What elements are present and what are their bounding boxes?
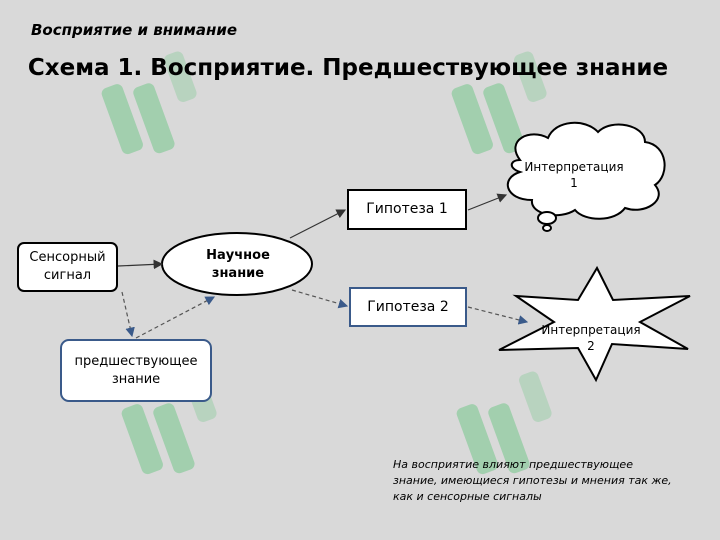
watermark-logo-icon (101, 51, 552, 475)
arrow-hyp2-to-interp2 (467, 306, 529, 325)
interpretation-2-label: Интерпретация 2 (541, 322, 641, 353)
arrow-sensor-to-science (117, 259, 164, 270)
arrow-science-to-hyp2 (291, 289, 349, 309)
interpretation-2-node: Интерпретация 2 (535, 318, 647, 358)
scientific-knowledge-label: Научное знание (206, 247, 270, 281)
hypothesis-2-box: Гипотеза 2 (349, 287, 467, 327)
interpretation-1-node: Интерпретация 1 (519, 155, 629, 195)
arrow-hyp1-to-interp1 (467, 193, 508, 211)
thought-cloud-shape (506, 121, 666, 232)
sensor-signal-label: Сенсорный сигнал (29, 250, 106, 283)
star-shape (498, 265, 691, 383)
arrow-sensor-to-prior (121, 291, 135, 338)
sensor-signal-box: Сенсорный сигнал (17, 242, 118, 292)
hypothesis-1-box: Гипотеза 1 (347, 189, 467, 230)
arrow-prior-to-science (135, 296, 216, 339)
hypothesis-2-label: Гипотеза 2 (367, 298, 449, 315)
prior-knowledge-label: предшествующее знание (74, 353, 198, 387)
arrow-science-to-hyp1 (289, 209, 347, 239)
footnote-text: На восприятие влияют предшествующее знан… (393, 458, 672, 503)
hypothesis-1-label: Гипотеза 1 (366, 201, 448, 218)
scientific-knowledge-node: Научное знание (163, 233, 313, 296)
slide-title: Схема 1. Восприятие. Предшествующее знан… (27, 55, 669, 81)
interpretation-1-label: Интерпретация 1 (524, 159, 624, 190)
prior-knowledge-box: предшествующее знание (60, 339, 212, 402)
slide-subtitle: Восприятие и внимание (31, 21, 238, 39)
